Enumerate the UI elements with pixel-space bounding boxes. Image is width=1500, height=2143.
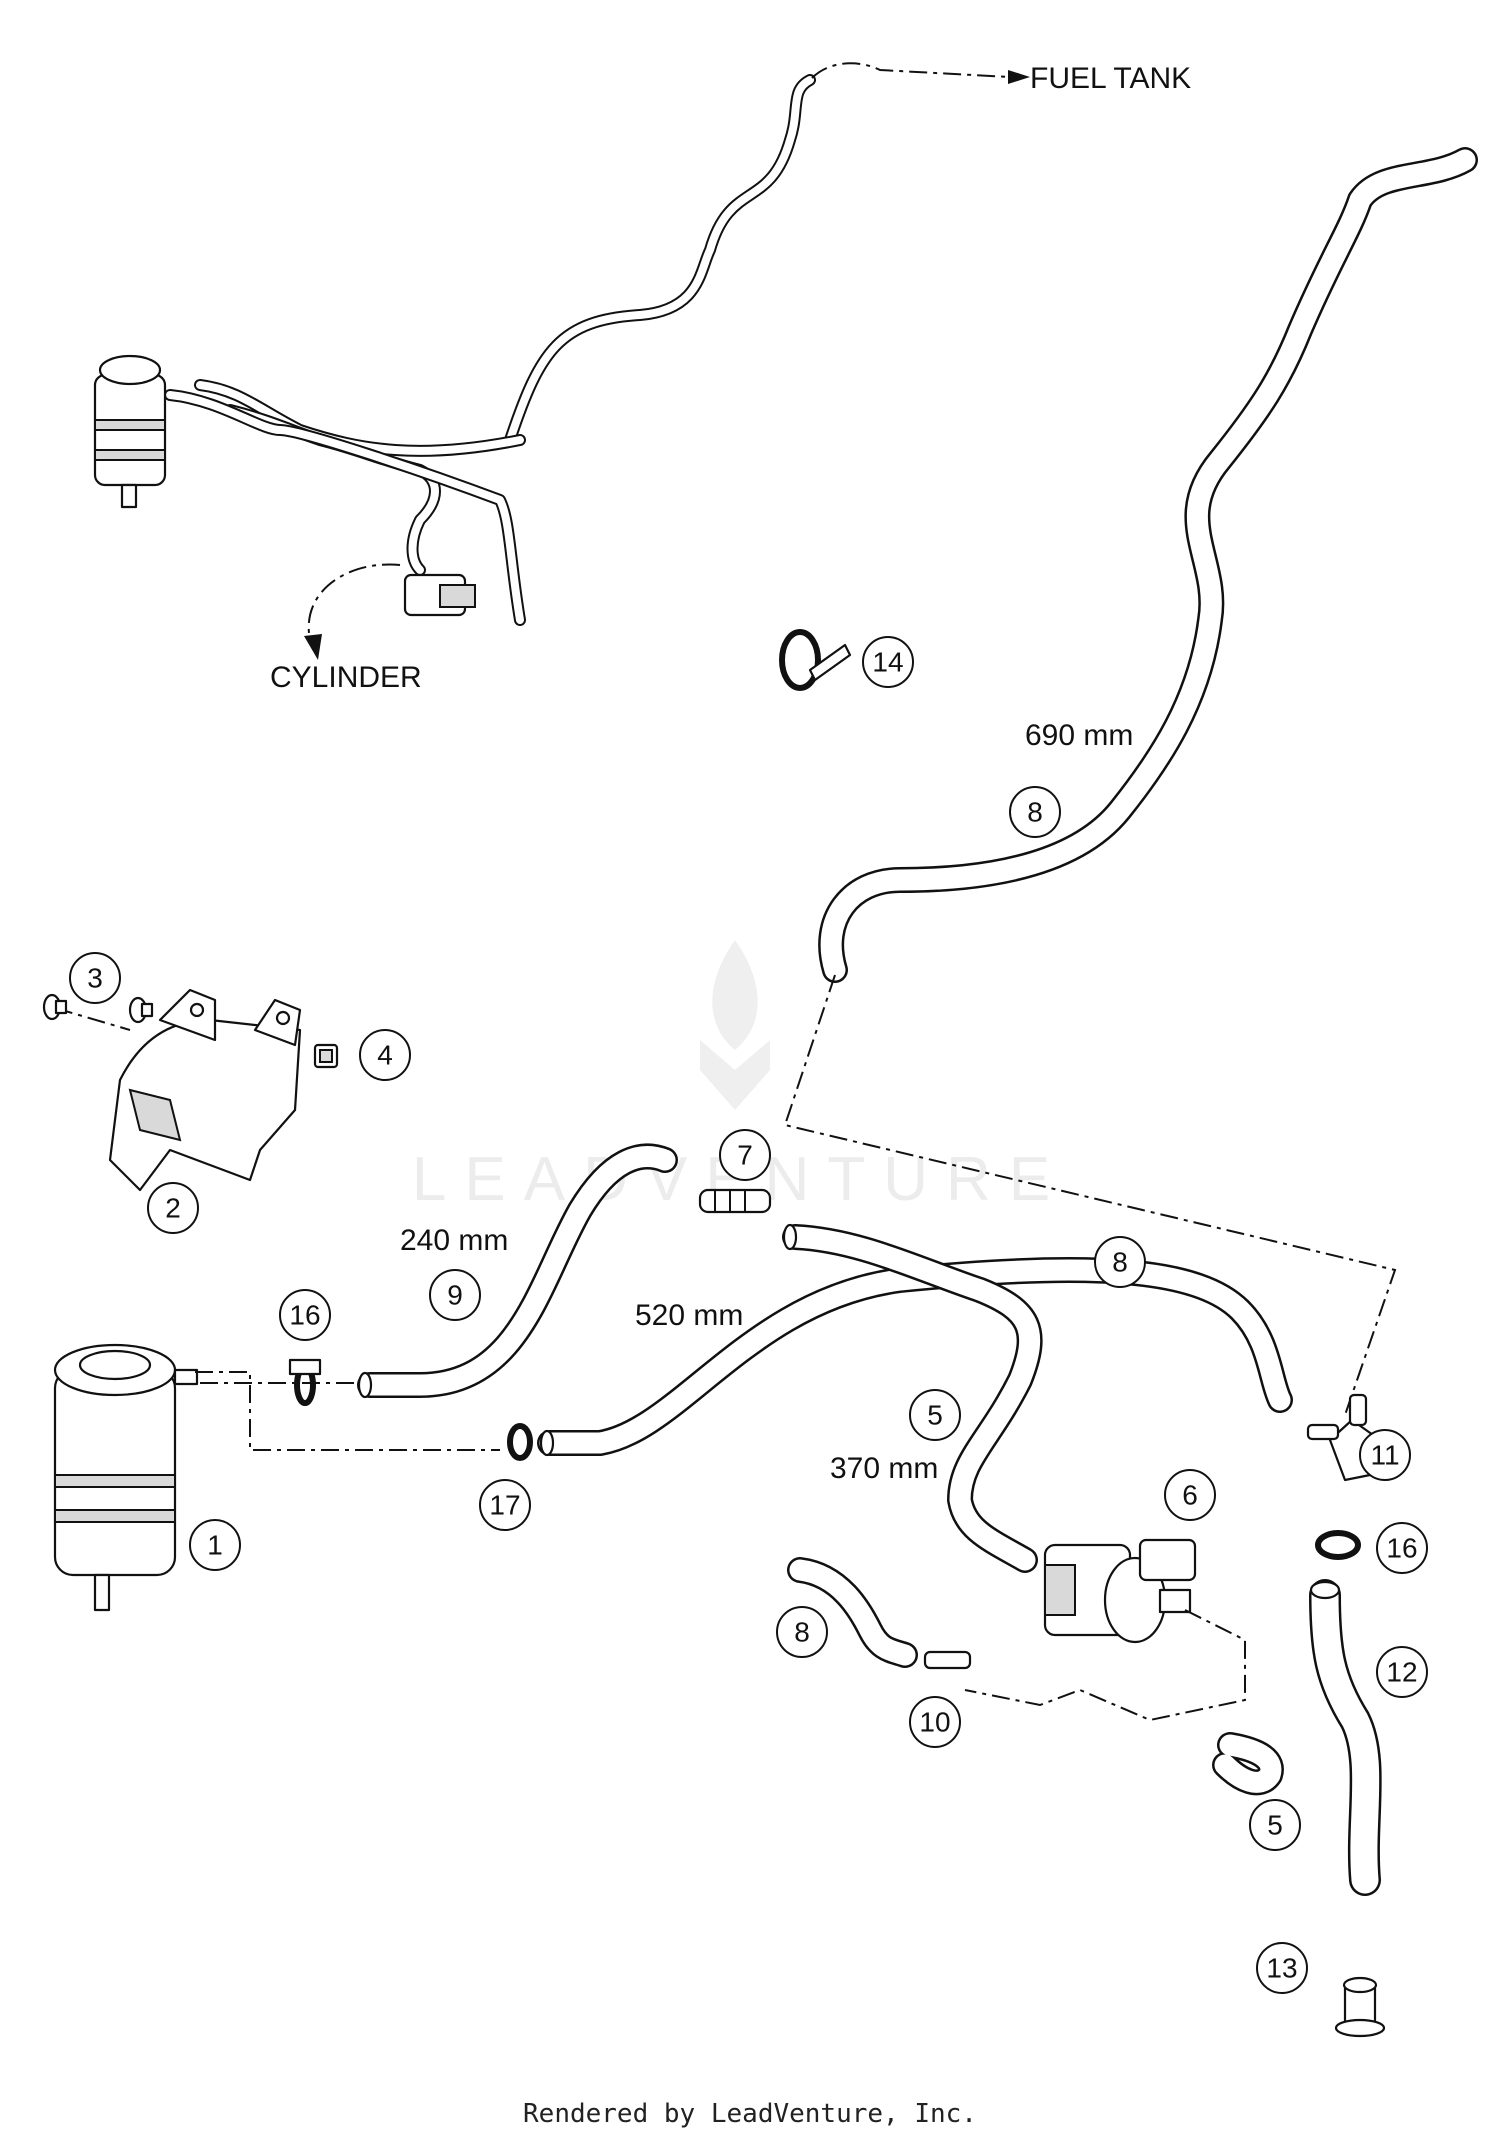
- callout-12: 12: [1376, 1646, 1428, 1698]
- callout-9: 9: [429, 1269, 481, 1321]
- svg-text:8: 8: [1027, 797, 1043, 828]
- label-370mm: 370 mm: [830, 1452, 938, 1485]
- clamp-16-right: [1315, 1530, 1361, 1560]
- callout-13: 13: [1256, 1942, 1308, 1994]
- canister-1: [53, 1343, 199, 1612]
- svg-text:13: 13: [1266, 1953, 1297, 1984]
- callout-16a: 16: [279, 1289, 331, 1341]
- screw-3a: [42, 993, 68, 1021]
- callout-6: 6: [1164, 1469, 1216, 1521]
- hose-5-short: [1212, 1732, 1284, 1796]
- tie-strap-14: [779, 629, 852, 691]
- callout-14: 14: [862, 636, 914, 688]
- hose-12: [1309, 1579, 1382, 1896]
- clamp-16-left: [288, 1358, 322, 1406]
- watermark-flame-icon: [700, 940, 770, 1110]
- cylinder-arrow-icon: [304, 634, 322, 660]
- svg-text:10: 10: [919, 1707, 950, 1738]
- callout-8c: 8: [776, 1606, 828, 1658]
- svg-text:12: 12: [1386, 1657, 1417, 1688]
- nipple-10: [923, 1650, 972, 1670]
- overview-assembly: CYLINDER FUEL TANK: [93, 62, 1191, 694]
- connector-7: [698, 1188, 772, 1214]
- callout-8a: 8: [1009, 786, 1061, 838]
- label-520mm: 520 mm: [635, 1299, 743, 1332]
- overview-canister: [93, 354, 167, 509]
- callout-11: 11: [1359, 1429, 1411, 1481]
- label-fuel-tank: FUEL TANK: [1030, 62, 1191, 95]
- hose-8-short: [787, 1557, 918, 1668]
- purge-valve-6: [1043, 1538, 1197, 1644]
- svg-text:5: 5: [1267, 1810, 1283, 1841]
- svg-text:16: 16: [289, 1300, 320, 1331]
- svg-text:14: 14: [872, 647, 903, 678]
- cap-13: [1334, 1976, 1386, 2038]
- callout-10: 10: [909, 1696, 961, 1748]
- hose-8-middle: 520 mm: [537, 1257, 1293, 1457]
- screw-3b: [128, 996, 154, 1024]
- callout-17: 17: [479, 1479, 531, 1531]
- svg-text:6: 6: [1182, 1480, 1198, 1511]
- svg-text:8: 8: [1112, 1247, 1128, 1278]
- callout-5b: 5: [1249, 1799, 1301, 1851]
- clip-17: [507, 1423, 533, 1461]
- callout-4: 4: [359, 1029, 411, 1081]
- callout-7: 7: [719, 1129, 771, 1181]
- callout-5a: 5: [909, 1389, 961, 1441]
- nut-4: [313, 1043, 339, 1069]
- footer-credit: Rendered by LeadVenture, Inc.: [523, 2099, 977, 2129]
- label-690mm: 690 mm: [1025, 719, 1133, 752]
- bracket-2: [108, 988, 302, 1192]
- label-240mm: 240 mm: [400, 1224, 508, 1257]
- callout-2: 2: [147, 1182, 199, 1234]
- svg-text:3: 3: [87, 963, 103, 994]
- svg-text:9: 9: [447, 1280, 463, 1311]
- label-cylinder: CYLINDER: [270, 661, 422, 694]
- callout-16b: 16: [1376, 1522, 1428, 1574]
- hose-8-long: 690 mm: [818, 147, 1478, 983]
- fuel-tank-arrow-icon: [1008, 70, 1030, 84]
- svg-text:8: 8: [794, 1617, 810, 1648]
- svg-text:16: 16: [1386, 1533, 1417, 1564]
- hose-9: 240 mm: [357, 1143, 678, 1399]
- callout-3: 3: [69, 952, 121, 1004]
- callout-1: 1: [189, 1519, 241, 1571]
- svg-text:11: 11: [1370, 1440, 1399, 1471]
- hose-5-long: 370 mm: [782, 1223, 1043, 1573]
- svg-text:4: 4: [377, 1040, 393, 1071]
- svg-text:7: 7: [737, 1140, 753, 1171]
- svg-text:5: 5: [927, 1400, 943, 1431]
- callout-8b: 8: [1094, 1236, 1146, 1288]
- svg-text:1: 1: [207, 1530, 223, 1561]
- svg-text:17: 17: [489, 1490, 520, 1521]
- overview-purge-valve: [403, 573, 476, 617]
- svg-text:2: 2: [165, 1193, 181, 1224]
